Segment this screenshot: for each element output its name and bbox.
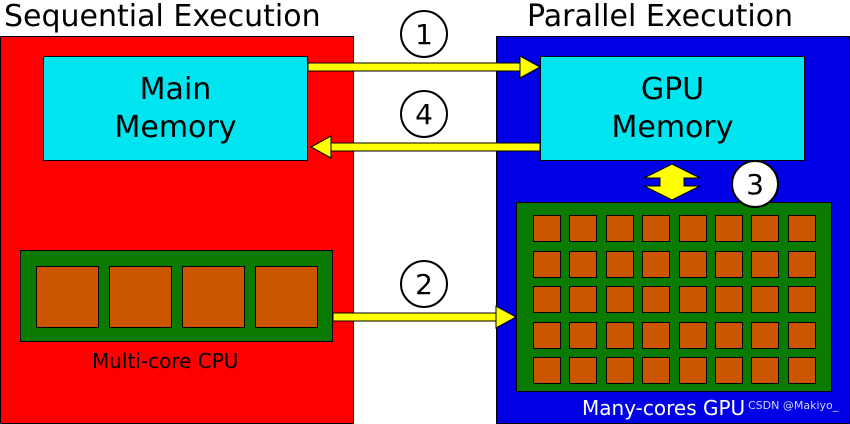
- gpu-core: [751, 357, 780, 384]
- arrow-2: [332, 305, 518, 329]
- gpu-core: [605, 357, 634, 384]
- arrow-4: [309, 135, 541, 159]
- gpu-core: [533, 286, 561, 313]
- main-memory-box: Main Memory: [43, 56, 308, 161]
- gpu-core: [787, 250, 816, 278]
- gpu-core: [533, 357, 561, 384]
- gpu-core: [642, 357, 671, 384]
- gpu-core: [569, 357, 598, 384]
- gpu-core: [751, 215, 780, 242]
- step-2-circle: 2: [400, 260, 448, 308]
- gpu-core: [533, 250, 561, 278]
- sequential-execution-title: Sequential Execution: [4, 0, 321, 34]
- gpu-core: [678, 321, 707, 349]
- gpu-core: [605, 321, 634, 349]
- gpu-core: [678, 357, 707, 384]
- cpu-core: [255, 266, 318, 328]
- gpu-core: [569, 321, 598, 349]
- cpu-core: [109, 266, 172, 328]
- watermark: CSDN @Makiyo_: [748, 399, 839, 412]
- step-3-circle: 3: [731, 160, 779, 208]
- parallel-execution-title: Parallel Execution: [527, 0, 794, 34]
- gpu-core: [715, 321, 743, 349]
- gpu-core: [605, 215, 634, 242]
- gpu-core: [642, 286, 671, 313]
- arrow-1: [307, 55, 542, 79]
- gpu-core: [715, 250, 743, 278]
- cpu-label: Multi-core CPU: [92, 349, 239, 373]
- gpu-core: [715, 286, 743, 313]
- step-4-circle: 4: [400, 90, 448, 138]
- cpu-core: [36, 266, 99, 328]
- gpu-core: [787, 286, 816, 313]
- gpu-core: [678, 250, 707, 278]
- arrow-3: [643, 163, 701, 201]
- gpu-chip: [516, 202, 832, 392]
- gpu-core: [787, 321, 816, 349]
- gpu-core: [533, 215, 561, 242]
- gpu-core: [751, 321, 780, 349]
- gpu-core: [533, 321, 561, 349]
- gpu-core: [569, 215, 598, 242]
- gpu-core: [605, 286, 634, 313]
- gpu-core: [569, 286, 598, 313]
- gpu-core: [678, 215, 707, 242]
- gpu-core: [642, 215, 671, 242]
- gpu-core: [642, 321, 671, 349]
- gpu-core: [715, 215, 743, 242]
- gpu-core: [787, 215, 816, 242]
- gpu-core: [751, 286, 780, 313]
- gpu-core: [678, 286, 707, 313]
- gpu-core: [715, 357, 743, 384]
- step-1-circle: 1: [400, 10, 448, 58]
- gpu-core: [605, 250, 634, 278]
- gpu-core: [642, 250, 671, 278]
- gpu-core: [787, 357, 816, 384]
- gpu-memory-box: GPU Memory: [540, 56, 805, 161]
- gpu-core: [751, 250, 780, 278]
- cpu-core: [182, 266, 245, 328]
- gpu-core: [569, 250, 598, 278]
- gpu-label: Many-cores GPU: [582, 396, 746, 420]
- cpu-chip: [20, 250, 333, 342]
